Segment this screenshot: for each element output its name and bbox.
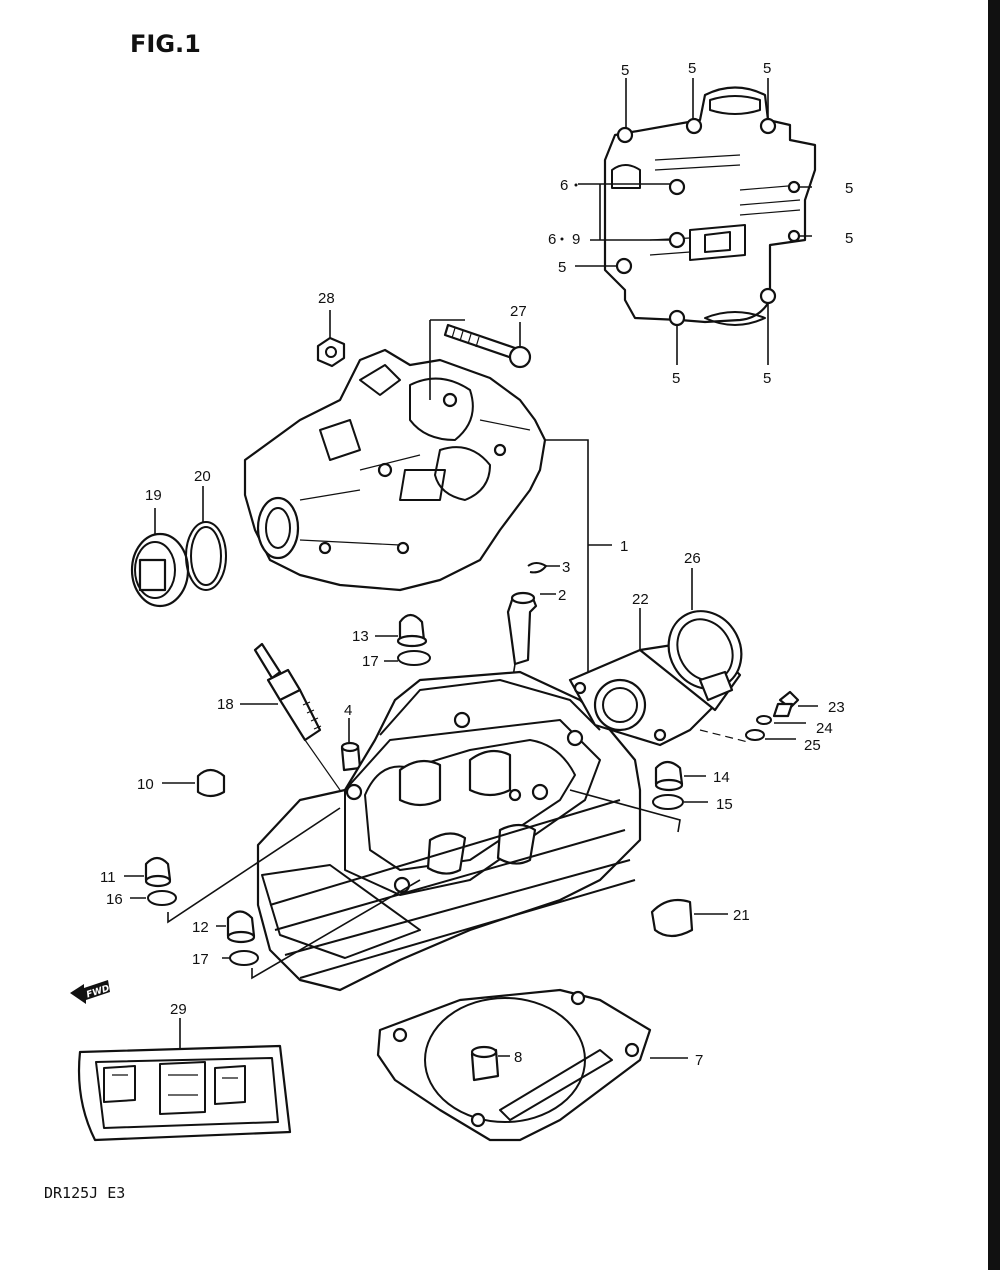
callout-12: 12 [192,919,209,936]
dowel-4 [340,741,362,772]
callout-23: 23 [828,699,845,716]
screw-axis-line [699,729,749,743]
spark-plug-18 [253,642,341,791]
callout-4: 4 [344,702,352,719]
callout-11: 11 [100,869,116,886]
callout-5-top-middle: 5 [688,60,696,77]
callout-7: 7 [695,1052,703,1069]
plug-10 [196,768,226,798]
callout-6-lower: 6 [548,231,556,248]
callout-16: 16 [106,891,123,908]
gasket-leader-lines [498,1055,688,1059]
callout-27: 27 [510,303,527,320]
head-cover-leader-lines [575,78,812,365]
washer-25 [745,729,765,741]
callout-2: 2 [558,587,566,604]
callout-22: 22 [632,591,649,608]
nut14-leader-lines [569,775,708,833]
callout-17-upper: 17 [362,653,379,670]
model-code: DR125J E3 [44,1184,125,1202]
cylinder-head-cover [243,348,547,592]
callout-3: 3 [562,559,570,576]
callout-5-bottom-left: 5 [672,370,680,387]
callout-5-top-right: 5 [763,60,771,77]
callout-26: 26 [684,550,701,567]
cap-leader-lines [154,486,204,535]
callout-9: 9 [572,231,580,248]
nut-11 [144,856,172,888]
washer-16 [147,890,177,906]
nut11-leader-lines [124,807,341,924]
callout-8: 8 [514,1049,522,1066]
svg-text:FWD: FWD [85,984,111,1001]
callout-5-top-left: 5 [621,62,629,79]
callout-21: 21 [733,907,750,924]
washer-17-upper [397,650,431,666]
nut13-leader-lines [375,635,398,662]
o-ring-20 [185,521,227,591]
washer-15 [652,794,684,810]
bracket-part-1 [545,439,612,730]
clip-3 [527,562,547,574]
nut-12 [226,910,256,944]
bullet-dot-icon [574,183,578,187]
cylinder-head-body [256,670,642,992]
scan-edge-bar [988,0,1000,1270]
plug-21 [650,898,694,938]
callout-10: 10 [137,776,154,793]
screw-23 [772,690,800,718]
dowel-8 [470,1045,500,1082]
callout-6-upper: 6 [560,177,568,194]
gasket-set-29 [77,1044,292,1142]
cap-nut-13 [396,613,428,648]
callout-25: 25 [804,737,821,754]
callout-28: 28 [318,290,335,307]
fwd-arrow-icon: FWD [70,980,111,1004]
screw-leader-lines [765,705,818,740]
washer-17-lower [229,950,259,966]
stud-bolt-27 [443,323,532,369]
intake-leader-lines [639,568,693,650]
figure-title: FIG.1 [130,30,201,58]
callout-17-lower: 17 [192,951,209,968]
callout-18: 18 [217,696,234,713]
valve-guide-2 [506,591,538,666]
washer-24 [756,715,772,725]
cover-leader-lines [329,310,521,400]
head-cover-view [603,86,817,327]
callout-29: 29 [170,1001,187,1018]
callout-14: 14 [713,769,730,786]
cap-19 [130,532,190,608]
callout-5-right-lower: 5 [845,230,853,247]
callout-15: 15 [716,796,733,813]
head-gasket-7 [376,988,652,1142]
callout-24: 24 [816,720,833,737]
nut-28 [316,336,346,368]
callout-20: 20 [194,468,211,485]
nut12-leader-lines [216,879,421,980]
intake-clamp-26 [667,610,743,702]
callout-5-right-upper: 5 [845,180,853,197]
nut-14 [654,760,684,792]
callout-5-bottom-right: 5 [763,370,771,387]
bullet-dot-icon [560,237,564,241]
callout-5-left: 5 [558,259,566,276]
callout-13: 13 [352,628,369,645]
callout-1: 1 [620,538,628,555]
callout-19: 19 [145,487,162,504]
